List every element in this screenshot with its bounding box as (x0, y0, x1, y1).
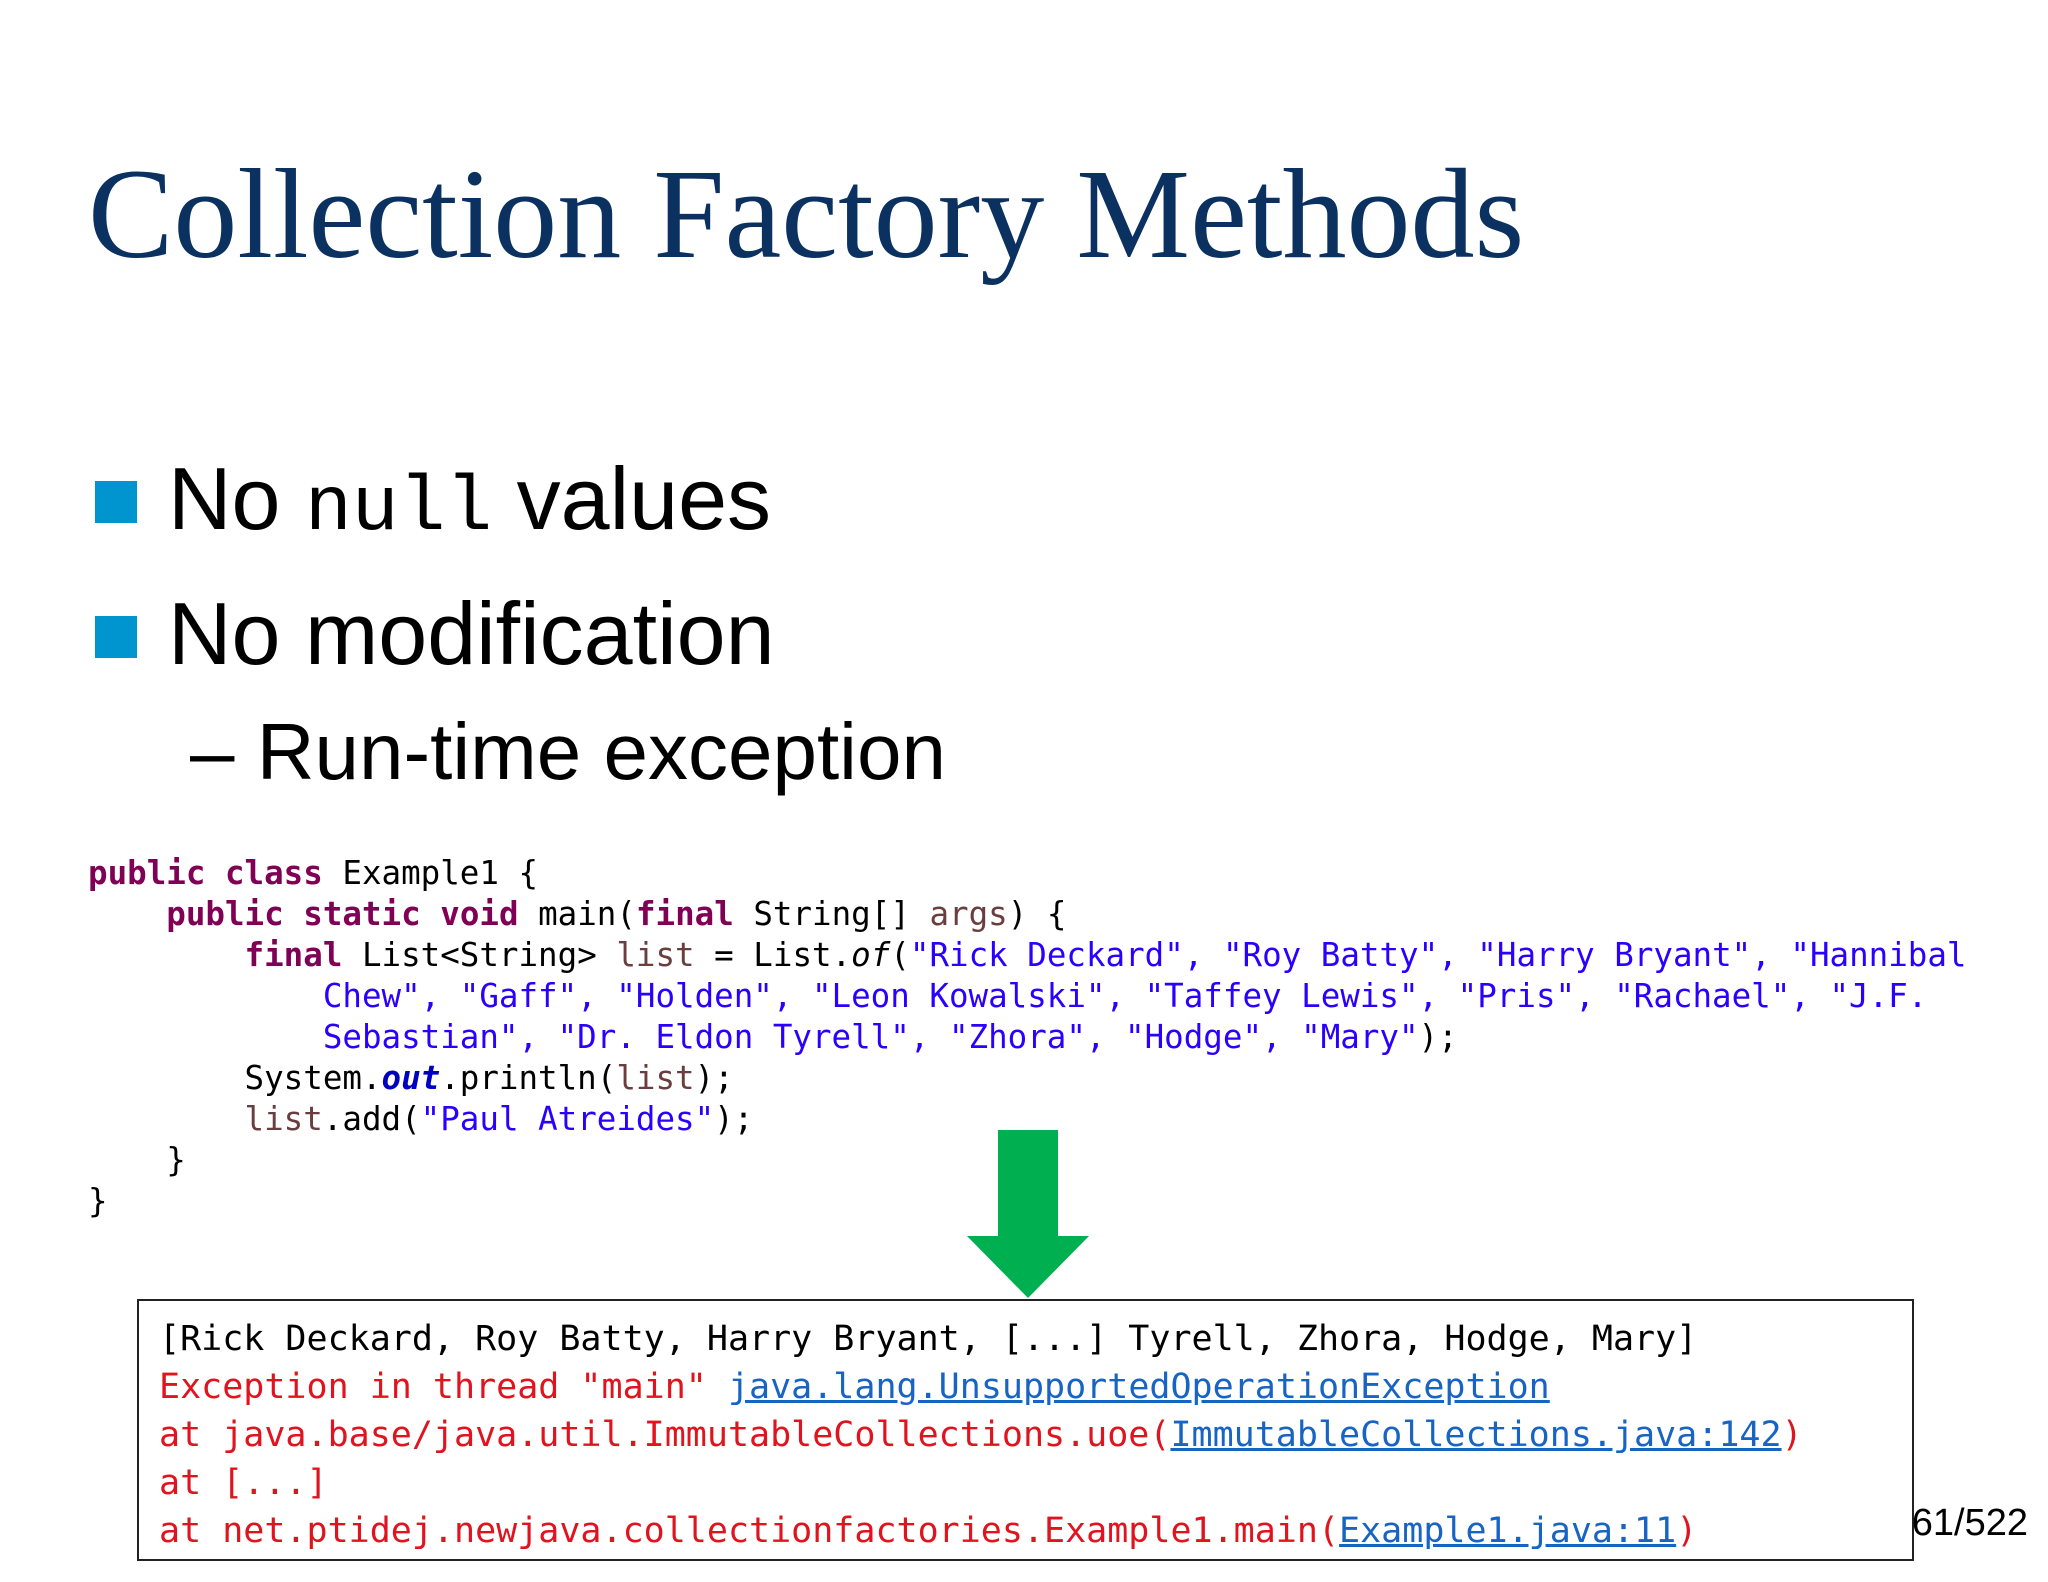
null-code: null (304, 465, 493, 553)
bullet-no-null: No null values (168, 455, 771, 549)
down-arrow-icon (967, 1130, 1089, 1298)
stack-frame-3-link[interactable]: Example1.java:11 (1339, 1511, 1677, 1551)
bullet-text-post: values (492, 449, 772, 548)
console-output-box: [Rick Deckard, Roy Batty, Harry Bryant, … (137, 1299, 1914, 1561)
stack-frame-ellipsis: at [...] (159, 1463, 328, 1503)
stack-frame-3: at net.ptidej.newjava.collectionfactorie… (159, 1511, 1340, 1551)
code-block: public class Example1 { public static vo… (88, 854, 1967, 1220)
bullet-square-icon (95, 481, 137, 523)
console-output-line: [Rick Deckard, Roy Batty, Harry Bryant, … (159, 1319, 1698, 1359)
bullet-square-icon (95, 616, 137, 658)
slide-title: Collection Factory Methods (88, 143, 1525, 285)
stack-frame-1: at java.base/java.util.ImmutableCollecti… (159, 1415, 1171, 1455)
exception-link[interactable]: java.lang.UnsupportedOperationException (727, 1367, 1550, 1407)
stack-frame-1-link[interactable]: ImmutableCollections.java:142 (1170, 1415, 1782, 1455)
page-number: 61/522 (1911, 1502, 2028, 1544)
sub-bullet-runtime-exception: – Run-time exception (190, 707, 946, 796)
bullet-text-pre: No (168, 449, 305, 548)
bullet-no-modification: No modification (168, 584, 775, 683)
exception-message: Exception in thread "main" (159, 1367, 728, 1407)
